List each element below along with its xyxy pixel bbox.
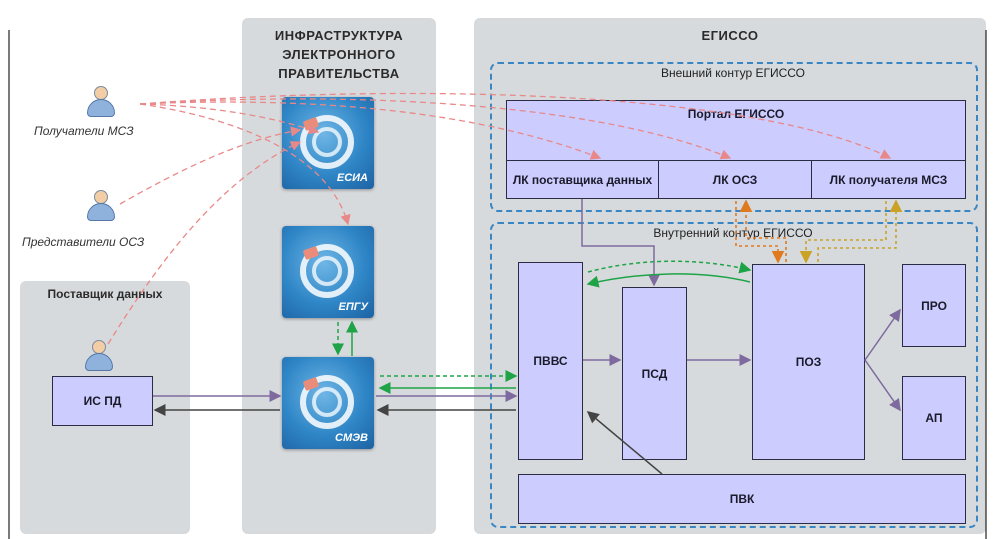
internal-contour-label: Внутренний контур ЕГИССО	[653, 226, 813, 240]
recipient-user-head	[94, 86, 108, 100]
recipient-user-icon	[86, 86, 116, 118]
psd-box[interactable]: ПСД	[622, 287, 687, 460]
pro-box[interactable]: ПРО	[902, 264, 966, 347]
lk-recipient-box[interactable]: ЛК получателя МСЗ	[811, 160, 966, 199]
smev-ring-icon	[300, 375, 354, 429]
infra-zone-title: ИНФРАСТРУКТУРА ЭЛЕКТРОННОГО ПРАВИТЕЛЬСТВ…	[274, 28, 404, 81]
representatives-label: Представители ОСЗ	[22, 235, 145, 249]
esia-label: ЕСИА	[336, 172, 368, 184]
representative-user-head	[94, 190, 108, 204]
external-contour-label: Внешний контур ЕГИССО	[660, 66, 806, 80]
epgu-label: ЕПГУ	[338, 301, 368, 313]
representative-user-body	[87, 203, 115, 221]
supplier-user-body	[85, 353, 113, 371]
pvvs-box[interactable]: ПВВС	[518, 262, 583, 460]
representative-user-icon	[86, 190, 116, 222]
smev-label: СМЭВ	[335, 432, 368, 444]
lk-osz-box[interactable]: ЛК ОСЗ	[658, 160, 812, 199]
supplier-zone-title: Поставщик данных	[47, 287, 163, 301]
epgu-inner-ring-icon	[312, 256, 342, 286]
esia-tile[interactable]: ЕСИА	[282, 97, 374, 189]
supplier-user-icon	[84, 340, 114, 372]
esia-inner-ring-icon	[312, 127, 342, 157]
recipient-user-body	[87, 99, 115, 117]
poz-box[interactable]: ПОЗ	[752, 264, 865, 460]
ap-box[interactable]: АП	[902, 376, 966, 460]
lk-supplier-box[interactable]: ЛК поставщика данных	[506, 160, 659, 199]
ispd-box[interactable]: ИС ПД	[52, 376, 153, 426]
smev-inner-ring-icon	[312, 387, 342, 417]
supplier-user-head	[92, 340, 106, 354]
epgu-tile[interactable]: ЕПГУ	[282, 226, 374, 318]
recipients-label: Получатели МСЗ	[34, 124, 134, 138]
egisso-zone-title: ЕГИССО	[701, 28, 759, 43]
epgu-ring-icon	[300, 244, 354, 298]
pvk-box[interactable]: ПВК	[518, 474, 966, 524]
internal-contour	[490, 222, 978, 528]
smev-tile[interactable]: СМЭВ	[282, 357, 374, 449]
